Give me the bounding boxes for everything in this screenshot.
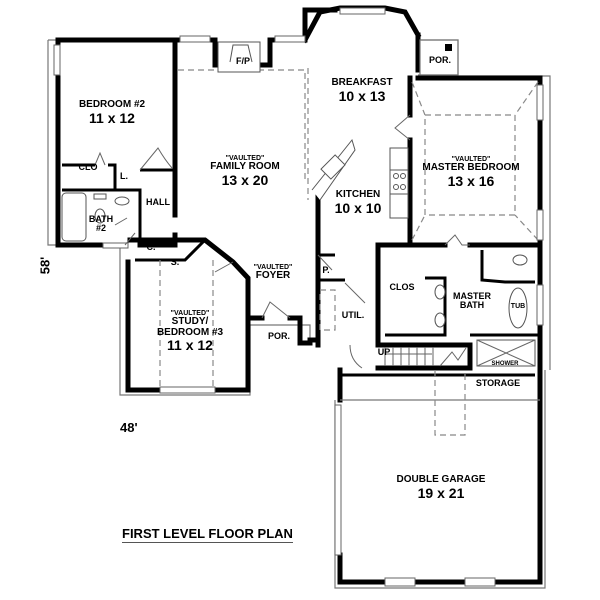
overall-width-dimension: 48' bbox=[120, 420, 138, 435]
windows bbox=[53, 7, 544, 587]
room-name-line2: BEDROOM #3 bbox=[156, 326, 224, 338]
vaulted-tag: "VAULTED" bbox=[253, 264, 293, 271]
doors bbox=[94, 114, 470, 369]
vaulted-tag: "VAULTED" bbox=[170, 310, 210, 317]
master-bath-line2: BATH bbox=[459, 300, 485, 311]
bath-line2: #2 bbox=[95, 223, 107, 234]
room-size: 11 x 12 bbox=[167, 337, 213, 354]
room-name: DOUBLE GARAGE bbox=[396, 474, 486, 485]
room-study-bedroom-3: "VAULTED" STUDY/ BEDROOM #3 11 x 12 bbox=[157, 310, 223, 353]
fixtures bbox=[61, 39, 536, 367]
room-bedroom-2: BEDROOM #2 11 x 12 bbox=[78, 99, 146, 126]
room-family-room: "VAULTED" FAMILY ROOM 13 x 20 bbox=[210, 155, 279, 188]
label-rear-porch: POR. bbox=[428, 55, 452, 65]
room-name: FAMILY ROOM bbox=[210, 161, 280, 173]
label-storage: STORAGE bbox=[475, 378, 521, 388]
label-hall: HALL bbox=[146, 197, 170, 207]
fireplace bbox=[217, 41, 261, 73]
plan-title: FIRST LEVEL FLOOR PLAN bbox=[122, 526, 293, 543]
room-name: KITCHEN bbox=[335, 189, 381, 200]
room-size: 10 x 13 bbox=[338, 87, 386, 104]
label-stairs-up: UP bbox=[377, 347, 391, 357]
room-size: 19 x 21 bbox=[417, 484, 465, 501]
room-size: 13 x 16 bbox=[447, 172, 495, 189]
room-size: 13 x 20 bbox=[221, 171, 269, 188]
label-closet-c: C. bbox=[146, 242, 156, 252]
staircase bbox=[384, 347, 467, 367]
room-kitchen: KITCHEN 10 x 10 bbox=[334, 189, 382, 216]
label-fireplace: F/P bbox=[235, 56, 251, 66]
room-name-line1: STUDY/ bbox=[171, 316, 209, 328]
room-size: 11 x 12 bbox=[89, 109, 135, 126]
room-breakfast: BREAKFAST 10 x 13 bbox=[331, 77, 393, 104]
room-name: BREAKFAST bbox=[331, 77, 393, 88]
label-storage-s: S. bbox=[170, 257, 180, 267]
room-name: BEDROOM #2 bbox=[78, 99, 146, 110]
label-pantry: P. bbox=[322, 265, 330, 275]
label-bath-2: BATH #2 bbox=[88, 214, 114, 234]
room-name: FOYER bbox=[255, 270, 291, 282]
bath-line1: BATH bbox=[88, 214, 114, 224]
label-front-porch: POR. bbox=[267, 331, 291, 341]
master-bath-line1: MASTER bbox=[453, 291, 491, 301]
label-closet-master: CLOS bbox=[389, 282, 415, 292]
label-master-bath: MASTER BATH bbox=[453, 291, 491, 311]
overall-depth-dimension: 58' bbox=[37, 256, 53, 275]
label-linen: L. bbox=[120, 171, 128, 181]
vaulted-tag: "VAULTED" bbox=[225, 155, 265, 162]
room-name: MASTER BEDROOM bbox=[422, 162, 520, 174]
label-tub: TUB bbox=[510, 303, 526, 310]
label-shower: SHOWER bbox=[491, 361, 519, 367]
room-foyer: "VAULTED" FOYER bbox=[254, 264, 293, 282]
room-size: 10 x 10 bbox=[334, 199, 382, 216]
vaulted-tag: "VAULTED" bbox=[451, 156, 491, 163]
room-master-bedroom: "VAULTED" MASTER BEDROOM 13 x 16 bbox=[422, 156, 519, 189]
label-closet: CLO bbox=[78, 162, 98, 172]
label-utility: UTIL. bbox=[341, 310, 365, 320]
room-double-garage: DOUBLE GARAGE 19 x 21 bbox=[396, 474, 486, 501]
